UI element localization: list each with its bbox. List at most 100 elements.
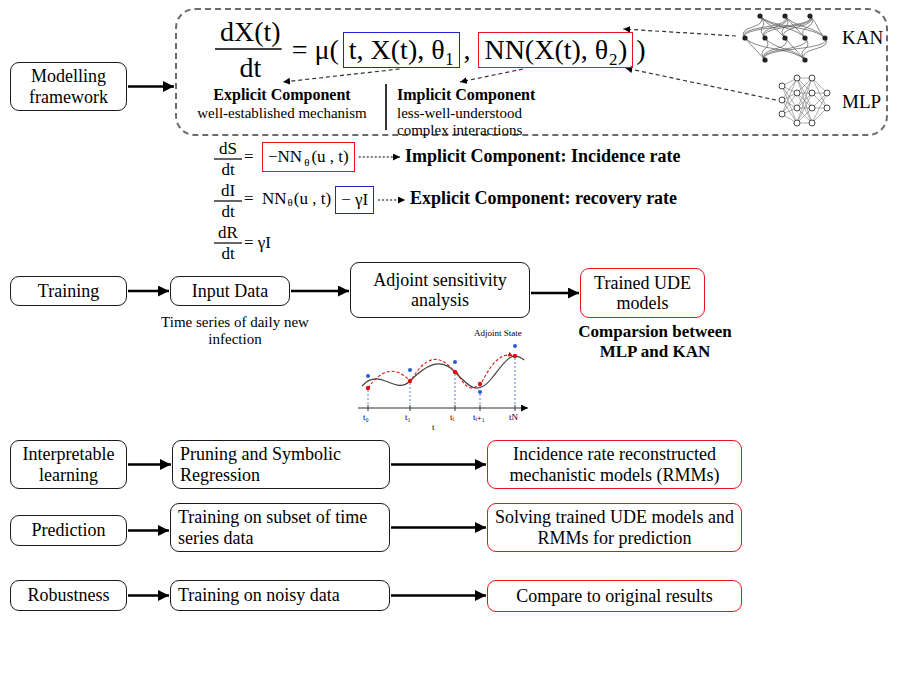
equation-part: NN(X(t), θ₂) <box>484 34 627 66</box>
text-wrap: Incidence rate reconstructed mechanistic… <box>495 444 734 485</box>
equation-part: = <box>244 148 254 165</box>
equation-part: = γI <box>244 234 271 251</box>
kan-edge <box>810 16 825 38</box>
kan-edge <box>803 38 826 60</box>
box-label: Training on subset of time series data <box>178 507 382 548</box>
fraction-bar <box>214 200 242 201</box>
box-label: Training on noisy data <box>178 585 340 605</box>
equation-part: dt <box>214 161 242 178</box>
axis-label: t₁ <box>405 413 411 422</box>
leader-arrow <box>460 69 523 82</box>
caption-text: Time series of daily new infection <box>158 314 312 349</box>
mlp-neuron <box>824 90 830 96</box>
mlp-neuron <box>794 105 800 111</box>
kan-edge <box>760 16 825 38</box>
annotation-text: well-established mechanism <box>182 105 382 122</box>
mlp-neuron <box>809 90 815 96</box>
equation-part: −NN <box>268 147 302 167</box>
process-box: Input Data <box>170 276 290 306</box>
text-wrap: Robustness <box>27 585 109 605</box>
caption-text: Explicit Component: recovery rate <box>410 189 677 207</box>
flow-arrow <box>391 463 486 466</box>
kan-neuron <box>802 57 807 62</box>
equation-part: dX(t) <box>220 16 281 47</box>
loss-points <box>366 344 517 394</box>
axis-label: t₀ <box>363 413 369 422</box>
equation-part: − γI <box>341 190 368 210</box>
kan-neuron <box>782 13 787 18</box>
annotation-text: Implicit Component <box>397 86 535 104</box>
flow-arrow <box>128 290 169 293</box>
result-box: Solving trained UDE models and RMMs for … <box>487 503 742 552</box>
caption-text: Comparsion between MLP and KAN <box>570 322 740 361</box>
axis-label: tN <box>509 413 518 422</box>
mlp-edge <box>797 78 812 123</box>
process-box: Training on noisy data <box>170 580 390 611</box>
equation-part: dR <box>214 224 242 241</box>
divider-bar <box>385 84 387 130</box>
flow-arrow <box>391 526 486 529</box>
adjoint-points <box>366 354 517 390</box>
flow-arrow <box>531 292 579 295</box>
implicit-term-box: NN(X(t), θ₂) <box>478 32 633 68</box>
axis-label: t <box>432 423 435 432</box>
mlp-neuron <box>794 120 800 126</box>
box-label: Training <box>38 281 99 301</box>
flow-arrow <box>128 85 174 88</box>
annotation-text: KAN <box>842 28 883 49</box>
kan-edge <box>802 38 808 60</box>
fraction-bar <box>214 158 242 159</box>
equation-part: = μ( <box>292 34 339 65</box>
callout-arrow <box>378 199 405 200</box>
box-label: Robustness <box>27 585 109 605</box>
box-label: Modelling framework <box>18 66 119 107</box>
leader-arrow <box>283 69 400 82</box>
box-label: Solving trained UDE models and RMMs for … <box>495 507 734 548</box>
caption-text: Implicit Component: Incidence rate <box>405 147 680 165</box>
kan-neuron <box>807 13 812 18</box>
box-label: Compare to original results <box>516 586 712 606</box>
equation-part: dt <box>214 245 242 262</box>
result-box: Trained UDE models <box>580 268 705 318</box>
kan-edge <box>745 38 765 60</box>
axis-label: tᵢ <box>450 413 454 422</box>
mlp-neuron <box>794 75 800 81</box>
axis-label: tᵢ₊₁ <box>473 413 485 422</box>
callout-arrow <box>359 156 400 157</box>
mlp-neuron <box>779 97 785 103</box>
annotation-text: less-well-understood complex interaction… <box>397 105 547 138</box>
kan-edge <box>785 16 825 38</box>
adjoint-path <box>368 355 513 388</box>
text-wrap: Adjoint sensitivity analysis <box>358 270 522 311</box>
axis-label: Adjoint State <box>474 329 522 338</box>
recovery-term-box: − γI <box>335 186 374 214</box>
mlp-edge <box>782 93 797 114</box>
text-wrap: Training on subset of time series data <box>178 507 382 548</box>
kan-neuron <box>802 35 807 40</box>
text-wrap: Training on noisy data <box>178 585 340 605</box>
mlp-neuron <box>809 105 815 111</box>
state-curve <box>362 356 524 388</box>
flow-arrow <box>128 529 169 532</box>
text-wrap: Prediction <box>32 520 106 540</box>
time-axis <box>358 408 528 409</box>
box-label: Adjoint sensitivity analysis <box>358 270 522 311</box>
mlp-edge <box>797 78 812 123</box>
equation-part: θ <box>288 197 293 208</box>
fraction-bar <box>214 242 242 243</box>
framework-panel: dX(t)dt= μ(,)Explicit Componentwell-esta… <box>175 8 888 136</box>
kan-neuron <box>782 35 787 40</box>
mlp-neuron <box>809 75 815 81</box>
equation-part: = <box>244 190 254 207</box>
kan-edge <box>764 16 811 38</box>
mlp-neuron <box>809 120 815 126</box>
process-box: Interpretable learning <box>10 440 127 489</box>
kan-edge <box>764 38 826 60</box>
mlp-neuron <box>824 105 830 111</box>
leader-arrow <box>625 68 776 100</box>
fraction-bar <box>215 48 282 50</box>
equation-part: θ <box>304 156 309 168</box>
time-guides <box>368 358 515 404</box>
text-wrap: Compare to original results <box>516 586 712 606</box>
